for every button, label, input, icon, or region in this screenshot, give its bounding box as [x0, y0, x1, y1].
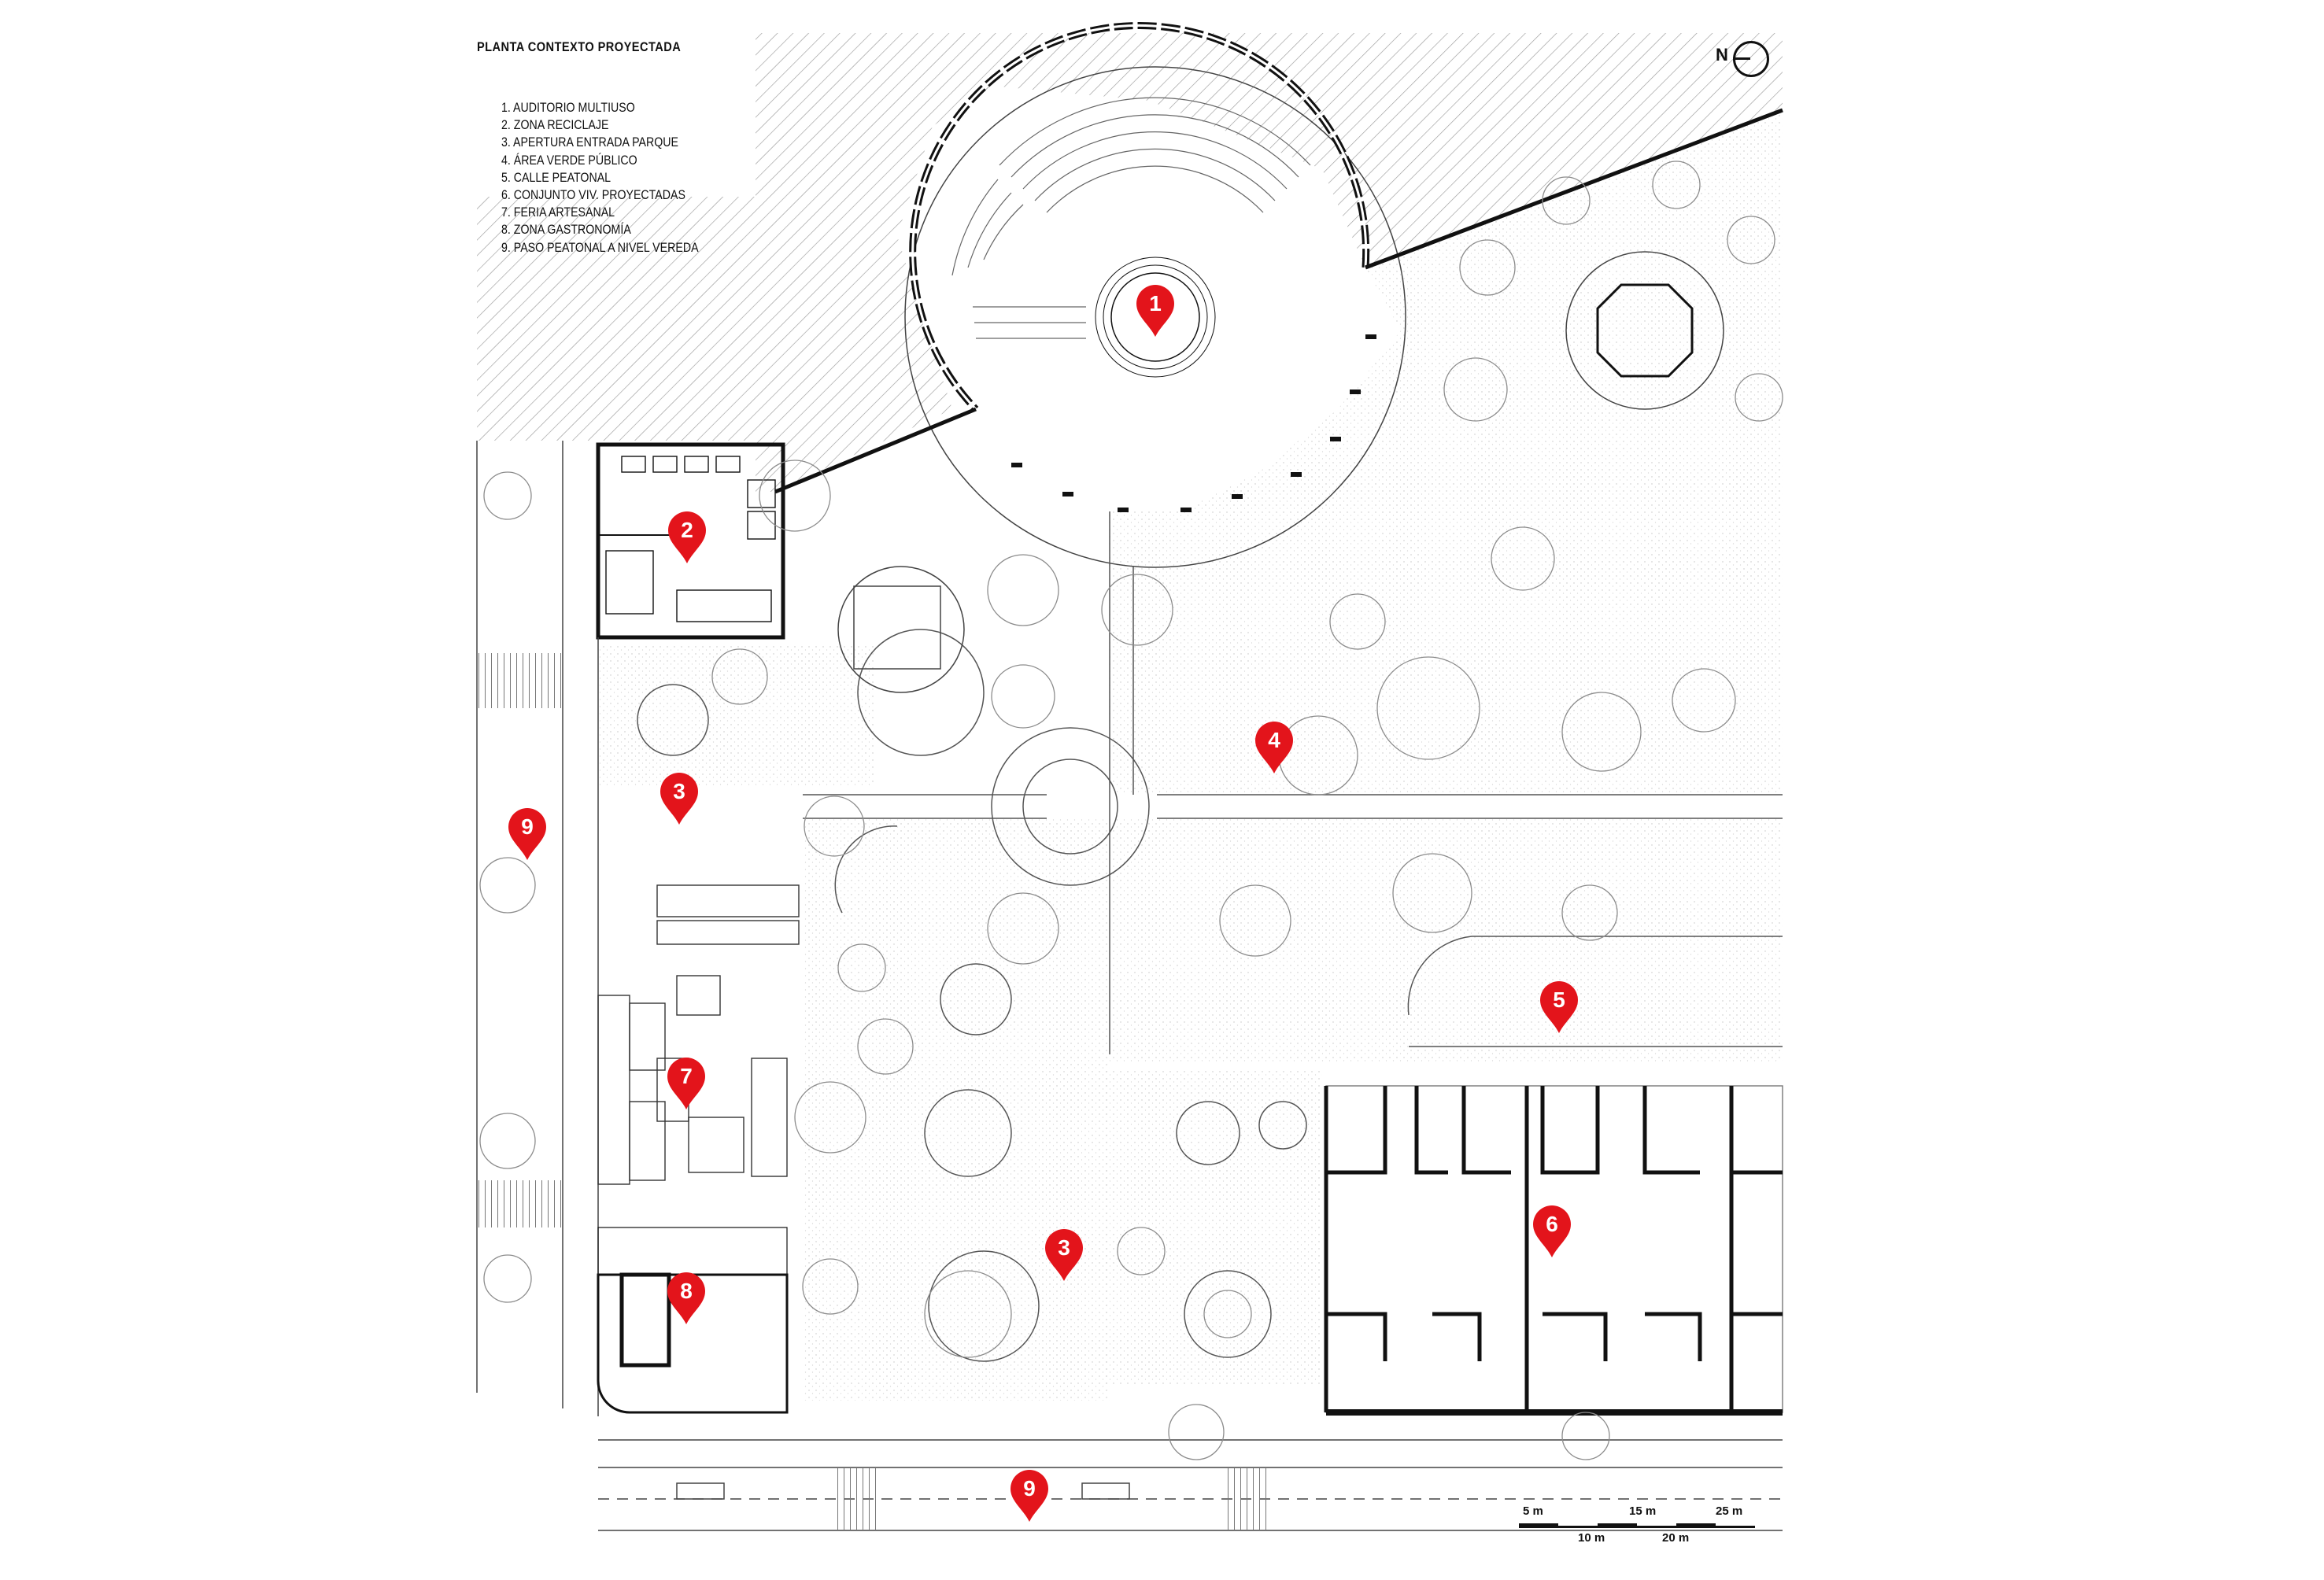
map-pin-icon — [1540, 981, 1578, 1033]
legend-item: 9. PASO PEATONAL A NIVEL VEREDA — [501, 240, 699, 255]
marker-9b: 9 — [1009, 1468, 1050, 1523]
map-pin-icon — [667, 1272, 705, 1324]
auditorium-seats — [1011, 334, 1376, 512]
marker-label: 1 — [1149, 291, 1162, 316]
existing-context-hatch — [477, 33, 1783, 492]
gazebo — [1565, 251, 1724, 410]
marker-label: 9 — [521, 814, 534, 839]
marker-1: 1 — [1135, 283, 1176, 338]
park-paths — [637, 511, 1783, 1362]
marker-label: 2 — [681, 518, 693, 542]
marker-label: 8 — [680, 1279, 693, 1303]
legend-item: 3. APERTURA ENTRADA PARQUE — [501, 135, 679, 150]
marker-label: 3 — [673, 779, 685, 803]
marker-7: 7 — [666, 1056, 707, 1111]
north-label: N — [1716, 45, 1728, 65]
marker-label: 9 — [1023, 1476, 1036, 1501]
marker-3a: 3 — [659, 771, 700, 826]
north-pointer-icon — [1733, 57, 1750, 60]
marker-label: 3 — [1058, 1235, 1070, 1260]
scale-label: 15 m — [1629, 1504, 1657, 1518]
south-street — [598, 1439, 1783, 1531]
recycling-building — [596, 442, 785, 640]
marker-8: 8 — [666, 1271, 707, 1326]
legend-item: 5. CALLE PEATONAL — [501, 170, 611, 185]
north-arrow: N — [1716, 39, 1775, 79]
park-ground — [598, 110, 1783, 1401]
legend-item: 6. CONJUNTO VIV. PROYECTADAS — [501, 188, 685, 203]
scale-label: 20 m — [1662, 1531, 1690, 1545]
legend-item: 7. FERIA ARTESANAL — [501, 205, 615, 220]
artisan-fair — [597, 884, 800, 1185]
legend-item: 2. ZONA RECICLAJE — [501, 118, 609, 133]
vegetation — [479, 161, 1783, 1460]
map-pin-icon — [1255, 722, 1293, 773]
map-pin-icon — [1136, 285, 1174, 337]
map-pin-icon — [668, 511, 706, 563]
marker-4: 4 — [1254, 720, 1295, 775]
legend-item: 4. ÁREA VERDE PÚBLICO — [501, 153, 637, 168]
marker-5: 5 — [1539, 980, 1580, 1035]
housing-blocks — [1324, 1085, 1783, 1416]
map-pin-icon — [660, 773, 698, 825]
legend-item: 8. ZONA GASTRONOMÍA — [501, 223, 631, 238]
boundary-wall-east — [1365, 108, 1783, 270]
legend-item: 1. AUDITORIO MULTIUSO — [501, 101, 635, 115]
scale-label: 5 m — [1523, 1504, 1543, 1518]
map-pin-icon — [1011, 1470, 1048, 1522]
scale-label: 10 m — [1578, 1531, 1605, 1545]
marker-label: 6 — [1546, 1212, 1558, 1236]
map-pin-icon — [508, 808, 546, 860]
marker-2: 2 — [667, 510, 708, 565]
scale-bar-graphic — [1519, 1523, 1755, 1528]
pavilion — [837, 566, 965, 693]
map-pin-icon — [667, 1058, 705, 1109]
marker-label: 5 — [1553, 988, 1565, 1012]
marker-6: 6 — [1531, 1204, 1572, 1259]
marker-9a: 9 — [507, 807, 548, 862]
plan-title: PLANTA CONTEXTO PROYECTADA — [477, 39, 682, 54]
legend-list: 1. AUDITORIO MULTIUSO 2. ZONA RECICLAJE … — [501, 99, 699, 257]
boundary-wall — [774, 407, 977, 494]
map-pin-icon — [1533, 1205, 1571, 1257]
marker-label: 4 — [1268, 728, 1280, 752]
scale-bar: 5 m 15 m 25 m 10 m 20 m — [1519, 1504, 1763, 1552]
west-street — [476, 441, 599, 1416]
scale-label: 25 m — [1716, 1504, 1743, 1518]
marker-3b: 3 — [1044, 1227, 1084, 1283]
map-pin-icon — [1045, 1229, 1083, 1281]
auditorium — [904, 22, 1406, 568]
marker-label: 7 — [680, 1064, 693, 1088]
